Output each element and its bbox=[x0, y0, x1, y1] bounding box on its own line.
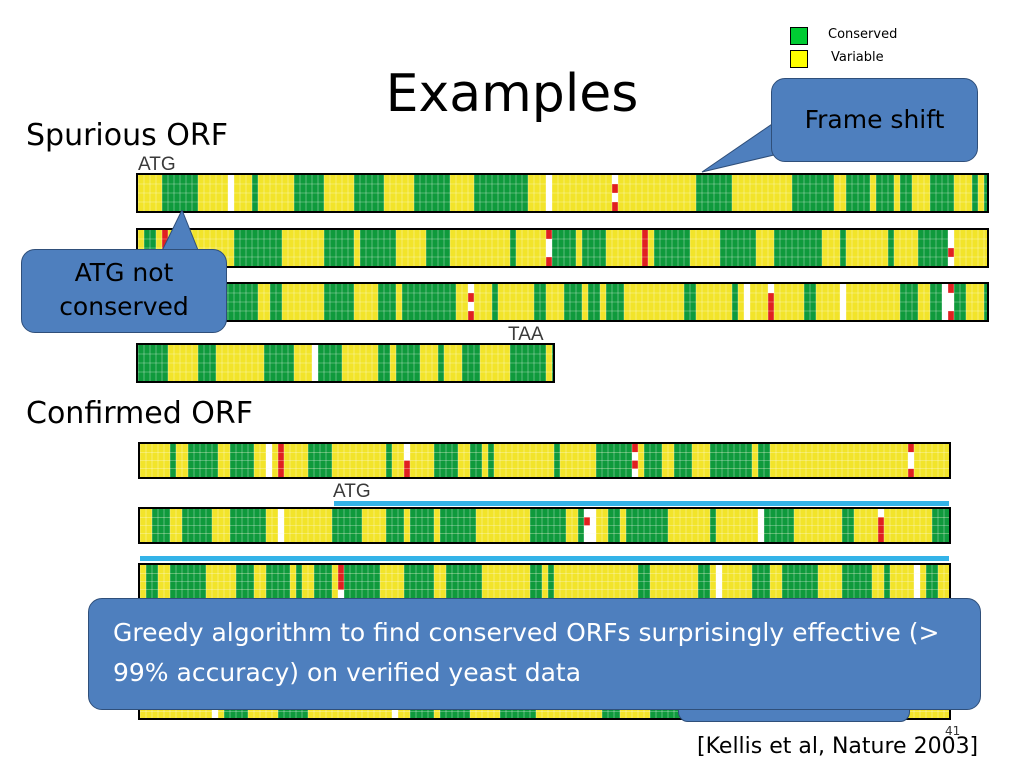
summary-note: Greedy algorithm to find conserved ORFs … bbox=[88, 598, 981, 710]
legend-variable-swatch bbox=[790, 50, 808, 68]
spurious-strip-1 bbox=[136, 173, 989, 213]
frame-shift-callout: Frame shift bbox=[771, 78, 978, 162]
citation: [Kellis et al, Nature 2003] bbox=[697, 734, 979, 759]
atg-confirmed-label: ATG bbox=[333, 481, 371, 502]
spurious-strip-4 bbox=[136, 343, 555, 383]
summary-note-text: Greedy algorithm to find conserved ORFs … bbox=[113, 618, 940, 687]
atg-not-conserved-callout: ATG not conserved bbox=[21, 249, 227, 333]
atg-not-conserved-text: ATG not conserved bbox=[59, 258, 189, 321]
legend-conserved-swatch bbox=[790, 27, 808, 45]
highlight-bar-2 bbox=[140, 556, 949, 561]
legend-variable-label: Variable bbox=[831, 50, 884, 65]
highlight-bar-1 bbox=[334, 501, 949, 506]
legend-conserved-label: Conserved bbox=[828, 27, 898, 42]
confirmed-strip-3 bbox=[138, 563, 951, 600]
slide-number: 41 bbox=[945, 724, 961, 738]
slide-title: Examples bbox=[385, 64, 639, 124]
confirmed-strip-2 bbox=[138, 507, 951, 544]
spurious-strip-3 bbox=[136, 282, 989, 322]
confirmed-orf-heading: Confirmed ORF bbox=[26, 396, 253, 431]
spurious-strip-2 bbox=[136, 228, 989, 268]
confirmed-strip-1 bbox=[138, 442, 951, 479]
atg-start-label: ATG bbox=[138, 154, 176, 175]
frame-shift-callout-text: Frame shift bbox=[804, 105, 945, 134]
taa-stop-label: TAA bbox=[508, 324, 544, 345]
spurious-orf-heading: Spurious ORF bbox=[26, 118, 229, 153]
